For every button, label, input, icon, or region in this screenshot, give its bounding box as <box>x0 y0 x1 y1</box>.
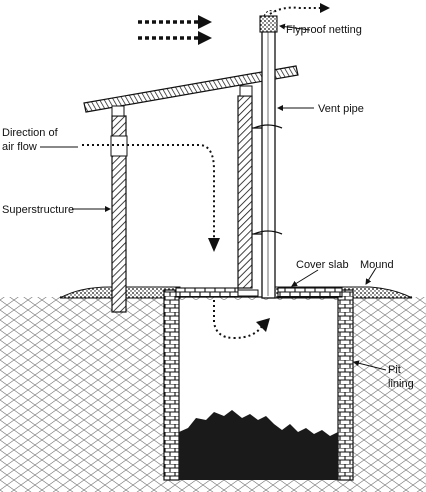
pit-lining-left <box>163 289 180 481</box>
cover-slab <box>175 287 343 298</box>
label-flyproof-netting: Flyproof netting <box>286 24 362 36</box>
air-flow-path <box>82 3 330 340</box>
label-mound: Mound <box>360 259 394 271</box>
flyproof-netting <box>259 10 278 33</box>
label-leaders <box>40 23 387 371</box>
superstructure-right-wall <box>237 95 253 289</box>
label-direction-of: Direction of <box>2 127 59 139</box>
wind-arrows <box>138 15 212 45</box>
pit-contents <box>179 410 338 480</box>
label-lining: lining <box>388 378 414 390</box>
label-cover-slab: Cover slab <box>296 259 349 271</box>
roof <box>83 65 299 117</box>
label-pit: Pit <box>388 364 401 376</box>
label-vent-pipe: Vent pipe <box>318 103 364 115</box>
pit-lining-right <box>337 289 354 481</box>
label-superstructure: Superstructure <box>2 204 74 216</box>
label-air-flow: air flow <box>2 141 37 153</box>
